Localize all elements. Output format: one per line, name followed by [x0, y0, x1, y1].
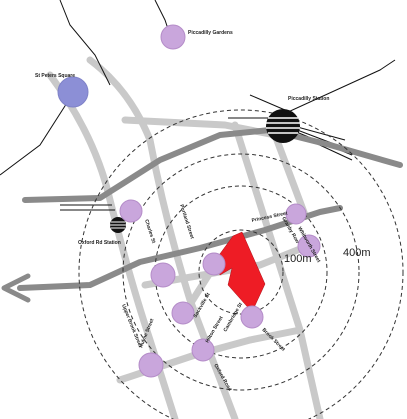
minor-road-portland-street [86, 56, 239, 419]
label-portland-street: Portland Street [178, 204, 195, 240]
ring-label-100m: 100m [284, 253, 312, 265]
arrow-west-icon [1, 273, 31, 303]
station-icon [266, 109, 300, 143]
ring-label-400m: 400m [343, 247, 371, 259]
label-piccadilly-station: Piccadilly Station [288, 96, 329, 102]
main-road-lower [17, 205, 343, 291]
main-roads [17, 127, 403, 291]
minor-road-oxford-road [46, 71, 179, 419]
node-circle [138, 352, 164, 378]
rail-line-3 [0, 94, 73, 176]
label-charles-st: Charles St [143, 219, 156, 245]
minor-road-whitworth-street [141, 241, 314, 289]
station-icon [110, 217, 126, 233]
node-circle [150, 262, 176, 288]
node-st-peters-square [57, 76, 89, 108]
node-circle [171, 301, 195, 325]
rail-line-5 [249, 94, 286, 111]
main-road-upper [22, 127, 403, 203]
node-circle [297, 234, 321, 258]
node-circle [202, 252, 226, 276]
node-circle [285, 203, 307, 225]
label-piccadilly-gardens: Piccadilly Gardens [188, 30, 233, 36]
ring-300m [122, 153, 360, 391]
rail-line-4 [228, 59, 396, 119]
node-circle [191, 338, 215, 362]
rail-lines [0, 0, 396, 211]
minor-road-hulme-street [246, 326, 304, 344]
node-circle [240, 305, 264, 329]
node-piccadilly-gardens [160, 24, 186, 50]
node-circle [119, 199, 143, 223]
ring-400m [78, 109, 404, 419]
node-circles [57, 24, 321, 378]
label-st-peters-square: St Peters Square [35, 73, 75, 79]
label-oxford-rd-station: Oxford Rd Station [78, 240, 121, 246]
rail-line-1 [59, 0, 111, 86]
